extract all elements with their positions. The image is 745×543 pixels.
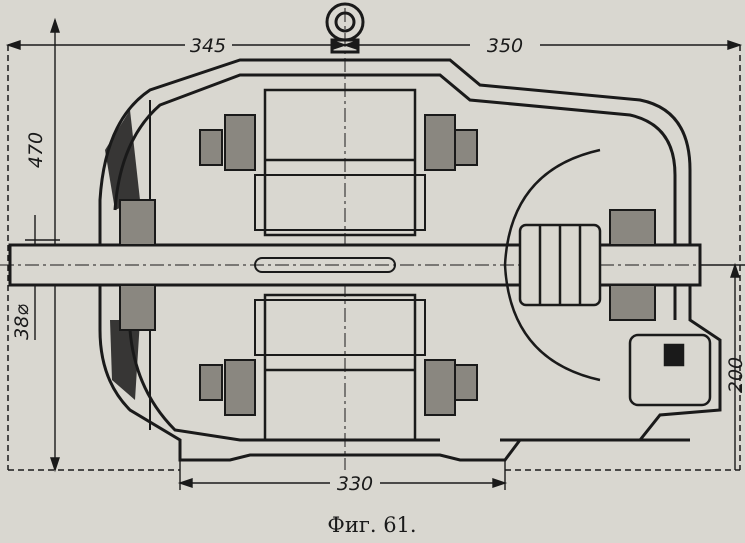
terminal-box (628, 333, 712, 407)
dim-label-right-length: 350 (487, 35, 523, 57)
bearings (119, 199, 656, 331)
dimension-frame (7, 45, 741, 471)
dim-label-height: 470 (25, 132, 47, 168)
slip-rings (503, 148, 602, 382)
dim-label-base-length: 330 (337, 473, 373, 495)
base-dimension-line (177, 460, 508, 490)
dim-label-shaft-diameter: 38⌀ (11, 304, 33, 340)
shaft (0, 243, 745, 287)
stator-core (254, 88, 426, 442)
dim-label-foot-height: 200 (725, 357, 745, 393)
fan (105, 110, 140, 400)
stator-windings (199, 114, 478, 416)
dim-label-left-length: 345 (190, 35, 226, 57)
lifting-eye (325, 2, 365, 54)
figure-caption: Фиг. 61. (327, 513, 416, 537)
